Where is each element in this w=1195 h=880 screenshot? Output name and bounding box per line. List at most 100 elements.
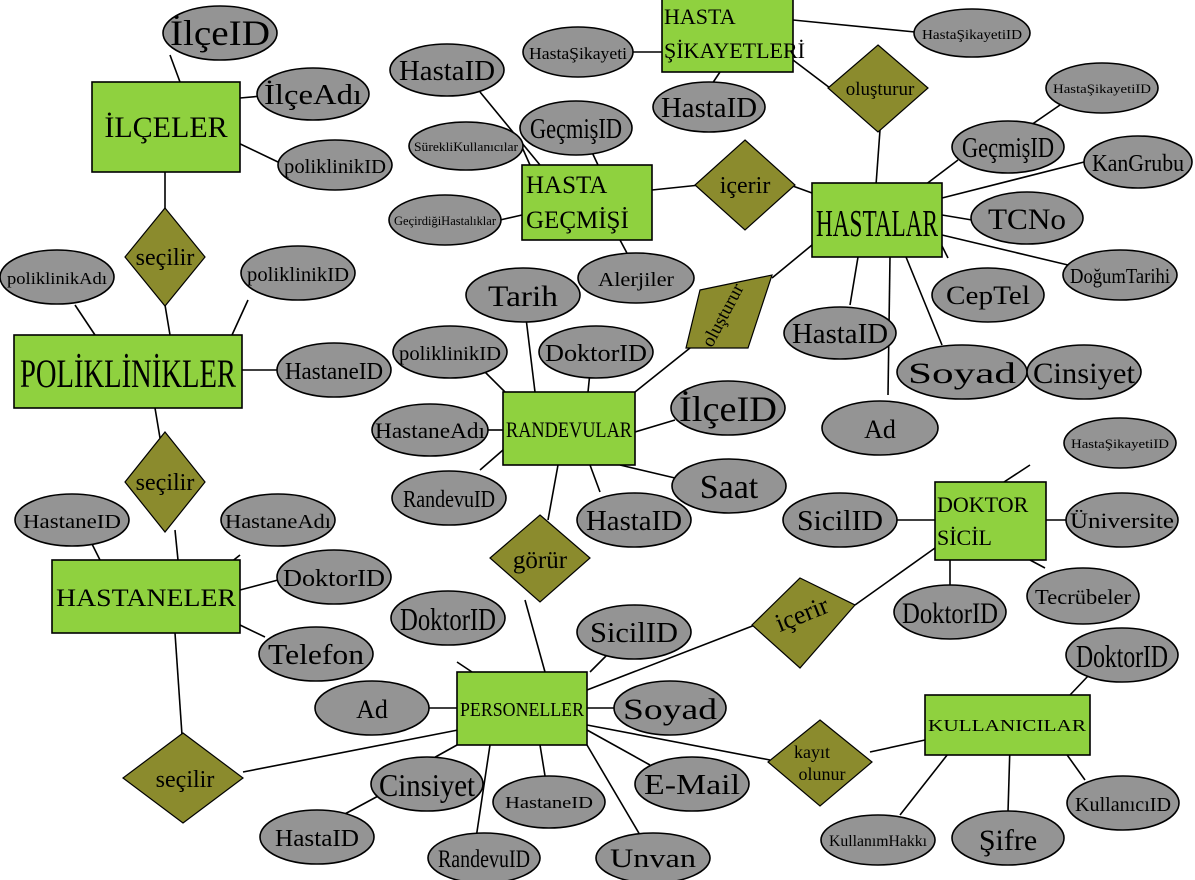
entity-randevular[interactable]: RANDEVULAR xyxy=(502,391,636,466)
svg-text:RandevuID: RandevuID xyxy=(438,846,530,873)
entity-doktor-sicil[interactable]: DOKTOR SİCİL xyxy=(934,481,1047,561)
entity-doktor-sicil-label-line2: SİCİL xyxy=(937,525,992,550)
attribute-personel-sicilid[interactable]: SicilID xyxy=(576,604,692,660)
attribute-personel-ad[interactable]: Ad xyxy=(314,680,430,736)
attribute-personel-soyad[interactable]: Soyad xyxy=(613,680,727,736)
attribute-hastane-doktorid[interactable]: DoktorID xyxy=(276,549,392,605)
attribute-randevu-doktorid[interactable]: DoktorID xyxy=(538,325,654,379)
attribute-gecmis-gecmisid[interactable]: GeçmişID xyxy=(519,100,633,156)
attribute-personel-randevuid[interactable]: RandevuID xyxy=(427,832,541,880)
relationship-kayit-olunur[interactable]: kayıt olunur xyxy=(767,719,873,807)
attribute-sicil-universite[interactable]: Üniversite xyxy=(1065,492,1179,548)
attribute-randevu-saat[interactable]: Saat xyxy=(671,458,787,514)
entity-personeller[interactable]: PERSONELLER xyxy=(456,671,588,746)
attribute-randevu-poliklinikid[interactable]: poliklinikID xyxy=(392,325,508,379)
attribute-hastalar-soyad[interactable]: Soyad xyxy=(896,344,1028,400)
attribute-gecmis-gecirdigi-hastaliklar[interactable]: GeçirdiğiHastalıklar xyxy=(388,194,502,246)
attribute-gecmis-alerjiler[interactable]: Alerjiler xyxy=(577,252,695,304)
attribute-hastalar-ad[interactable]: Ad xyxy=(821,400,939,456)
attribute-kullanici-sifre[interactable]: Şifre xyxy=(951,810,1065,866)
attribute-hastane-telefon[interactable]: Telefon xyxy=(258,626,374,682)
entity-hasta-gecmisi[interactable]: HASTA GEÇMİŞİ xyxy=(521,164,653,241)
relationship-sicil-icerir[interactable]: içerir xyxy=(751,577,856,669)
relationship-sikayet-olusturur[interactable]: oluşturur xyxy=(827,44,929,133)
attribute-personel-hastaid[interactable]: HastaID xyxy=(259,809,375,865)
svg-text:Üniversite: Üniversite xyxy=(1070,508,1174,533)
entity-hastalar-label: HASTALAR xyxy=(816,203,938,245)
svg-text:SicilID: SicilID xyxy=(590,618,678,649)
entity-poliklinikler-label: POLİKLİNİKLER xyxy=(20,351,236,396)
svg-text:Telefon: Telefon xyxy=(268,640,364,671)
attribute-ilceler-ilceadi[interactable]: İlçeAdı xyxy=(256,67,370,121)
relationship-kayit-olunur-label-line2: olunur xyxy=(799,764,846,784)
attribute-sicil-sicilid[interactable]: SicilID xyxy=(782,492,898,548)
entity-hasta-sikayetleri[interactable]: HASTA ŞİKAYETLERİ xyxy=(661,0,805,73)
svg-text:HastaID: HastaID xyxy=(661,93,757,124)
attribute-hastalar-hastaid[interactable]: HastaID xyxy=(783,306,897,360)
relationship-randevu-gorur[interactable]: görür xyxy=(489,514,591,603)
entity-ilceler[interactable]: İLÇELER xyxy=(91,81,241,173)
attribute-gecmis-hastaid[interactable]: HastaID xyxy=(389,43,505,97)
attribute-hastalar-ceptel[interactable]: CepTel xyxy=(931,267,1045,323)
attribute-poliklinik-poliklinikid[interactable]: poliklinikID xyxy=(240,245,356,301)
attribute-sicil-hastasikayetiid[interactable]: HastaŞikayetiID xyxy=(1063,417,1177,469)
attribute-randevu-tarih[interactable]: Tarih xyxy=(465,267,581,323)
attribute-ilceler-poliklinikid[interactable]: poliklinikID xyxy=(277,139,393,191)
relationship-ilce-secilir[interactable]: seçilir xyxy=(124,207,206,307)
attribute-hastalar-gecmisid[interactable]: GeçmişID xyxy=(951,120,1065,174)
attribute-personel-email[interactable]: E-Mail xyxy=(634,756,750,812)
svg-text:poliklinikAdı: poliklinikAdı xyxy=(7,269,107,288)
svg-text:poliklinikID: poliklinikID xyxy=(399,343,501,365)
relationship-randevu-olusturur[interactable]: oluşturur xyxy=(685,274,773,351)
attribute-sikayet-hastasikayeti[interactable]: HastaŞikayeti xyxy=(522,26,634,78)
svg-text:Tecrübeler: Tecrübeler xyxy=(1035,585,1131,609)
attribute-hastalar-cinsiyet[interactable]: Cinsiyet xyxy=(1026,344,1142,400)
svg-text:E-Mail: E-Mail xyxy=(644,770,740,801)
svg-text:İlçeAdı: İlçeAdı xyxy=(264,80,362,111)
entity-poliklinikler[interactable]: POLİKLİNİKLER xyxy=(13,334,243,409)
attribute-hastane-hastaneadi[interactable]: HastaneAdı xyxy=(220,493,336,547)
attribute-sikayet-hastaid[interactable]: HastaID xyxy=(652,81,766,133)
attribute-gecmis-surekli-kullanicilar[interactable]: SürekliKullanıcılar xyxy=(408,121,524,171)
attribute-randevu-ilceid[interactable]: İlçeID xyxy=(670,380,786,436)
attribute-hastane-hastaneid[interactable]: HastaneID xyxy=(14,493,130,547)
relationship-poliklinik-secilir[interactable]: seçilir xyxy=(124,431,206,533)
attribute-randevu-hastaneadi[interactable]: HastaneAdı xyxy=(371,403,489,457)
entity-hastalar[interactable]: HASTALAR xyxy=(811,182,943,258)
entity-doktor-sicil-label-line1: DOKTOR xyxy=(937,492,1029,517)
svg-text:DoktorID: DoktorID xyxy=(400,601,496,637)
attribute-hastalar-kangrubu[interactable]: KanGrubu xyxy=(1083,135,1193,189)
svg-text:KullanıcıID: KullanıcıID xyxy=(1075,794,1171,816)
attribute-kullanici-kullanimhakki[interactable]: KullanımHakkı xyxy=(820,814,936,866)
attribute-randevu-randevuid[interactable]: RandevuID xyxy=(391,470,507,526)
relationship-kayit-olunur-label-line1: kayıt xyxy=(794,742,830,762)
attribute-sicil-doktorid[interactable]: DoktorID xyxy=(893,584,1007,640)
attribute-poliklinik-poliklinikadi[interactable]: poliklinikAdı xyxy=(0,249,115,305)
attribute-hastalar-tcno[interactable]: TCNo xyxy=(970,191,1084,245)
attribute-ilceler-ilceid[interactable]: İlçeID xyxy=(162,5,278,61)
svg-text:SürekliKullanıcılar: SürekliKullanıcılar xyxy=(414,139,519,154)
attribute-personel-unvan[interactable]: Unvan xyxy=(595,832,711,880)
attribute-hastalar-dogumtarihi[interactable]: DoğumTarihi xyxy=(1062,249,1178,301)
relationship-gecmis-icerir[interactable]: içerir xyxy=(694,139,796,231)
attribute-personel-hastaneid[interactable]: HastaneID xyxy=(492,775,606,829)
attribute-randevu-hastaid[interactable]: HastaID xyxy=(576,492,692,548)
entity-kullanicilar[interactable]: KULLANICILAR xyxy=(924,694,1091,756)
svg-text:DoktorID: DoktorID xyxy=(545,341,647,367)
entity-personeller-label: PERSONELLER xyxy=(460,699,585,721)
attribute-sikayet-hastasikayetiid[interactable]: HastaŞikayetiID xyxy=(913,8,1031,58)
attribute-poliklinik-hastaneid[interactable]: HastaneID xyxy=(276,342,392,398)
relationship-ilce-secilir-label: seçilir xyxy=(136,245,195,271)
svg-text:HastaŞikayeti: HastaŞikayeti xyxy=(529,44,627,63)
attribute-kullanici-kullaniciid[interactable]: KullanıcıID xyxy=(1066,775,1180,831)
attribute-sicil-tecrubeler[interactable]: Tecrübeler xyxy=(1026,567,1140,625)
entity-hastaneler[interactable]: HASTANELER xyxy=(51,559,241,634)
attribute-personel-doktorid[interactable]: DoktorID xyxy=(390,590,506,646)
relationship-hastane-secilir[interactable]: seçilir xyxy=(122,732,244,824)
svg-text:İlçeID: İlçeID xyxy=(679,389,777,429)
svg-text:HastaneID: HastaneID xyxy=(23,511,121,533)
attribute-kullanici-doktorid[interactable]: DoktorID xyxy=(1065,627,1179,683)
attribute-hastalar-hastasikayetiid[interactable]: HastaŞikayetiID xyxy=(1045,62,1159,114)
svg-text:CepTel: CepTel xyxy=(946,281,1030,310)
attribute-personel-cinsiyet[interactable]: Cinsiyet xyxy=(370,756,484,812)
